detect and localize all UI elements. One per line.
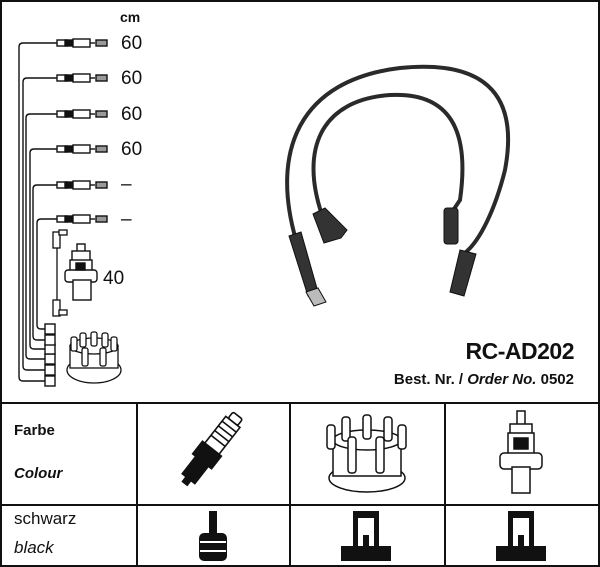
cable-wire [29,148,57,350]
plug-band [64,181,73,189]
colour-header-de: Farbe [14,422,55,439]
unit-label: cm [120,9,141,25]
colour-table-grid [0,402,600,567]
plug-terminal [95,181,108,189]
coil-cable-length: 40 [103,268,125,289]
spark-plug-icon [181,411,243,487]
plug-connector [72,214,91,224]
distributor-terminal [44,364,56,376]
plug-connector [72,38,91,48]
cable-wire [18,42,57,382]
colour-value-de: schwarz [14,509,77,528]
plug-connector [72,73,91,83]
distributor-cap-table-icon [326,414,407,493]
order-number: 0502 [540,371,574,388]
cable-wire [25,113,57,360]
distributor-terminal [44,334,56,346]
cable-length-6: – [121,209,132,230]
cable-length-5: – [121,174,132,195]
plug-terminal [95,110,108,118]
cable-wire [22,77,57,371]
cable-wire [32,184,57,341]
ignition-coil-icon [64,243,98,301]
coil-terminal-icon [496,511,546,561]
ignition-coil-table-icon [499,410,543,494]
plug-connector [72,180,91,190]
distributor-terminal [44,353,56,365]
spark-plug-terminal-icon [199,511,227,561]
coil-cable-diagram [52,229,68,317]
plug-terminal [95,39,108,47]
plug-band [64,145,73,153]
ignition-cable-pair-illustration [285,64,511,254]
distributor-terminal [44,375,56,387]
order-label-en: Order No. [467,371,537,388]
plug-connector [72,109,91,119]
cable-layout-diagram [18,38,108,387]
distributor-cap-icon [66,331,122,384]
order-label-de: Best. Nr. / [393,371,464,388]
plug-terminal [95,215,108,223]
cable-length-2: 60 [121,68,143,89]
cable-wire [36,218,57,330]
product-code: RC-AD202 [465,338,575,364]
cable-length-3: 60 [121,104,143,125]
plug-terminal [95,145,108,153]
distributor-terminal [44,323,56,335]
plug-band [64,215,73,223]
cable-length-1: 60 [121,33,143,54]
plug-band [64,74,73,82]
order-number-line: Best. Nr. / Order No. 0502 [394,371,574,388]
cable-length-4: 60 [121,139,143,160]
cable-boots [288,207,477,307]
distributor-terminal-icon [341,511,391,561]
plug-terminal [95,74,108,82]
plug-band [64,39,73,47]
plug-band [64,110,73,118]
plug-connector [72,144,91,154]
colour-header-en: Colour [14,465,63,482]
colour-value-en: black [14,538,54,557]
